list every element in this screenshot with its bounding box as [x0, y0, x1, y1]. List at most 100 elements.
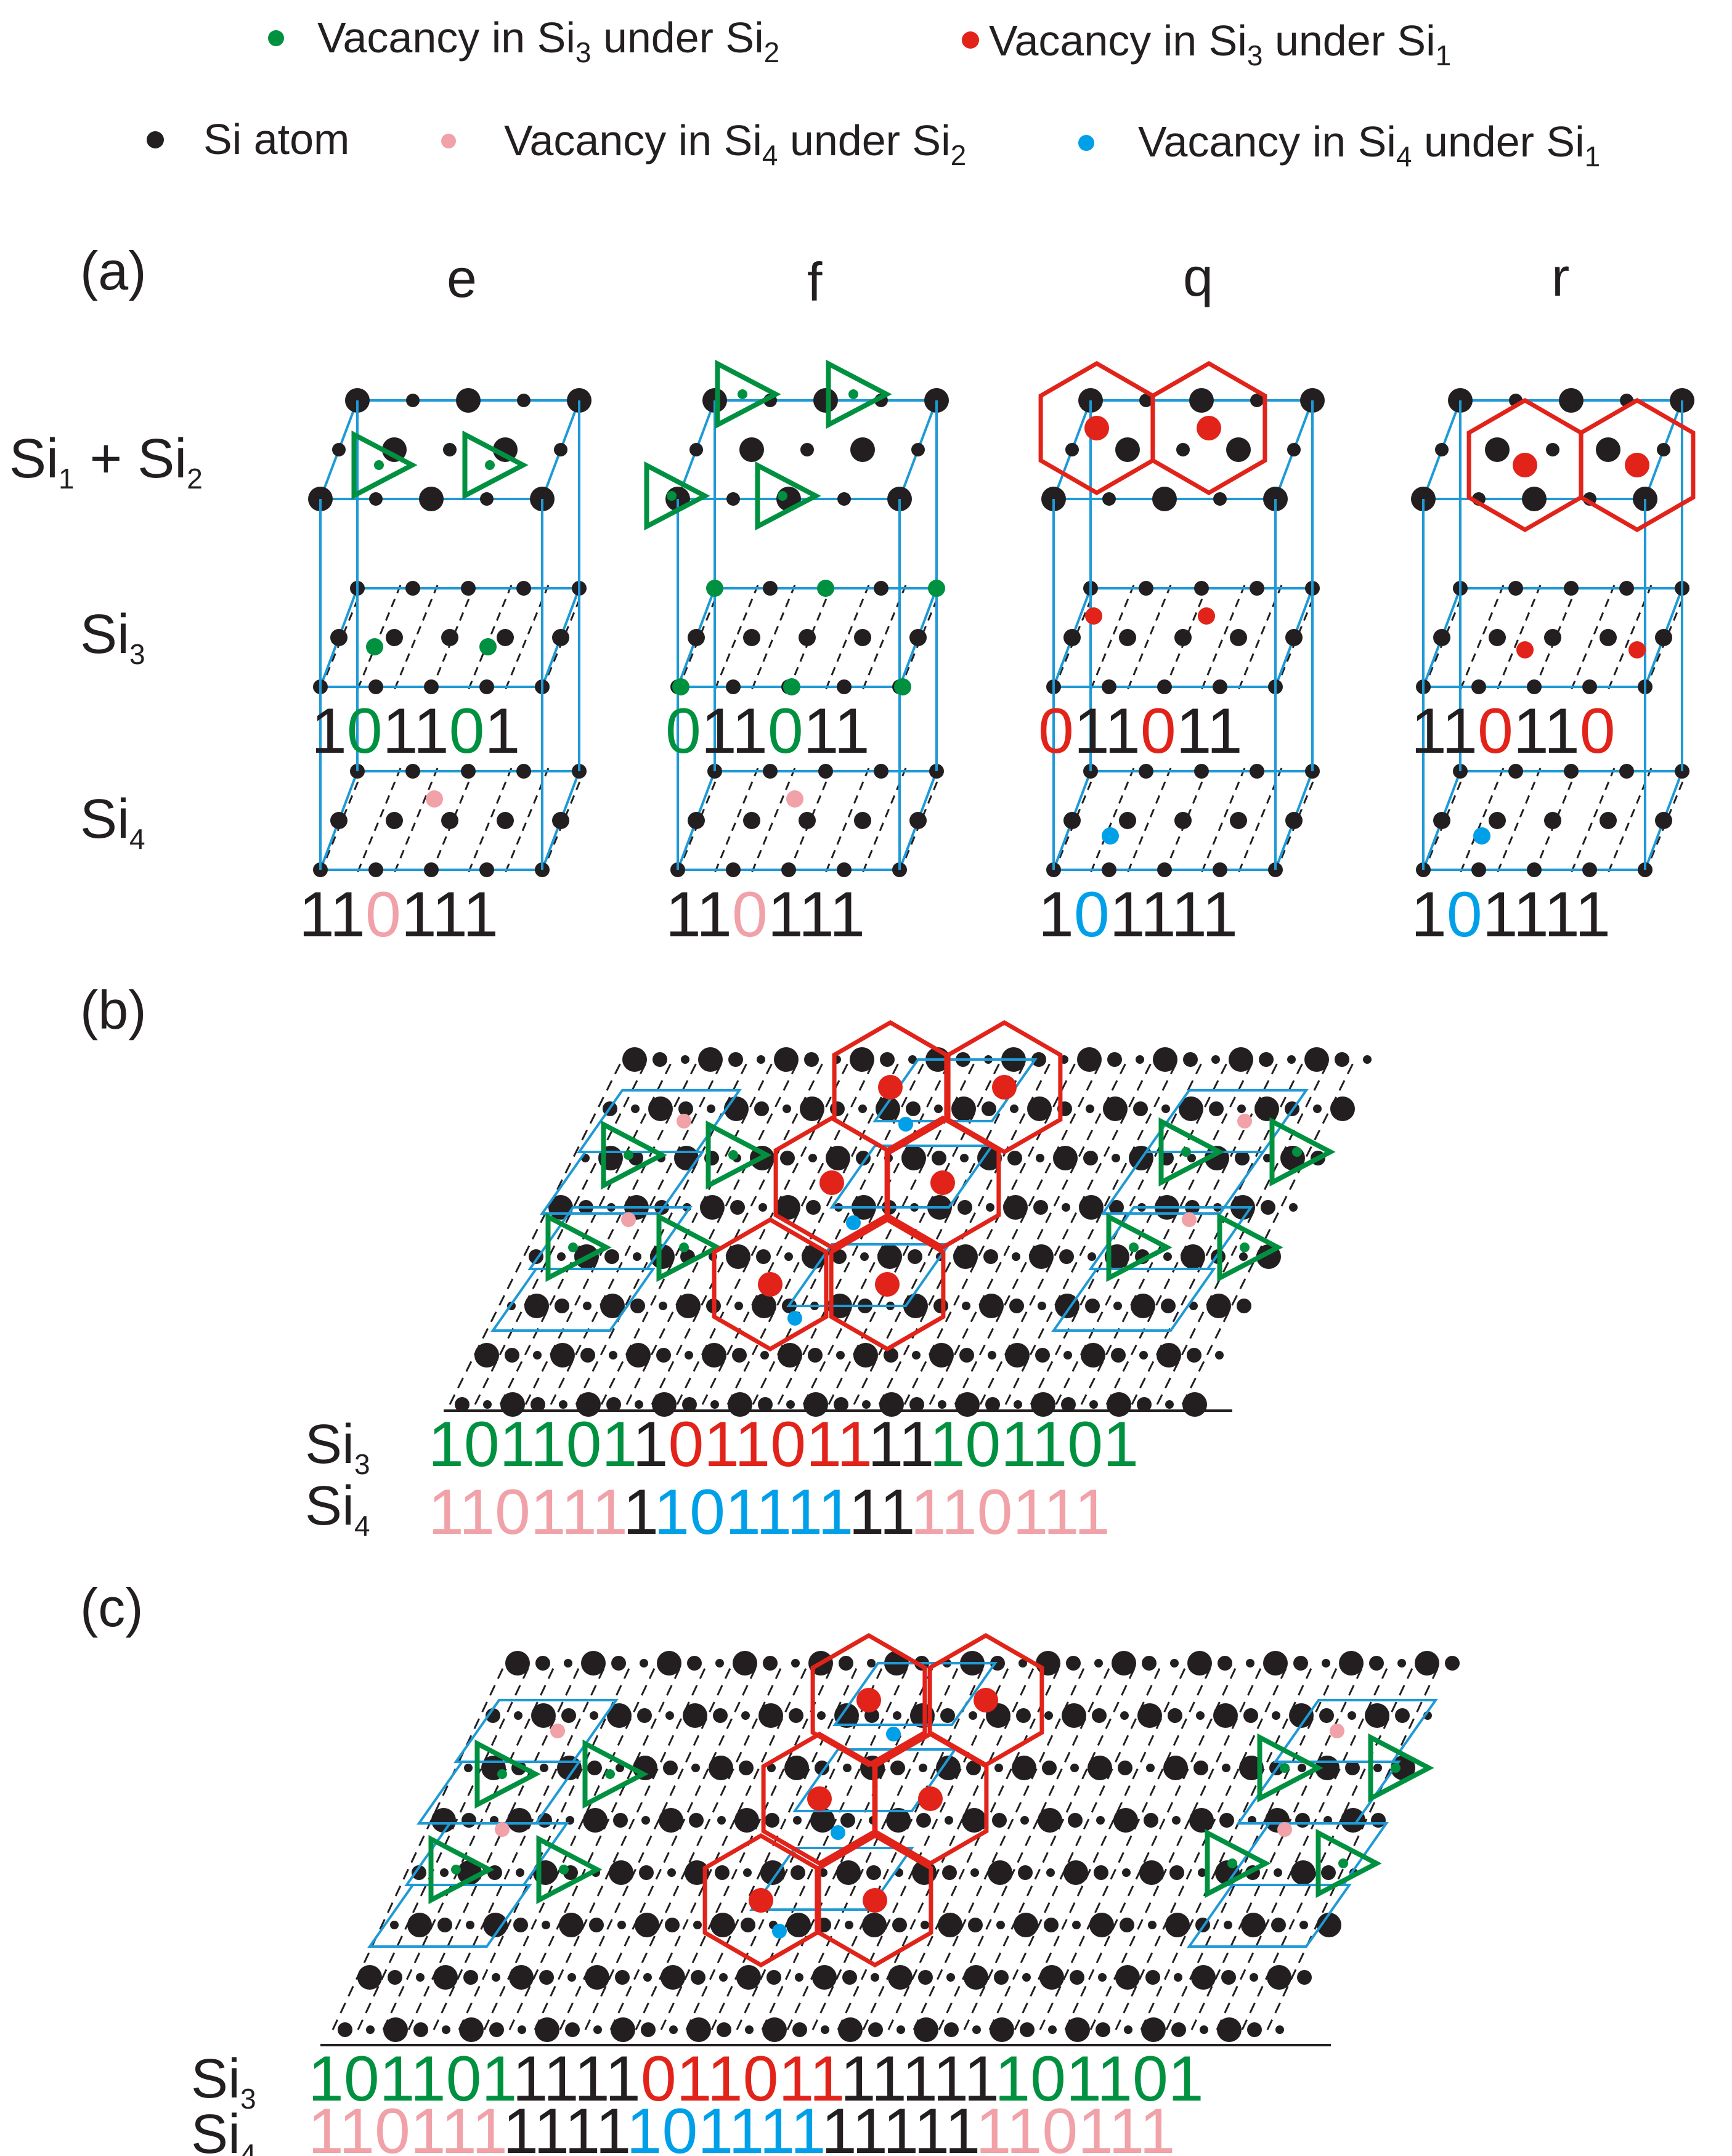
si-atom: [1139, 764, 1153, 779]
dashed-row: [609, 1663, 784, 2030]
si-atom: [945, 1816, 953, 1825]
vacancy-si4-under-si2: [786, 790, 803, 808]
si-atom: [726, 1244, 750, 1269]
si-atom: [1445, 1656, 1460, 1671]
si-atom: [741, 1918, 755, 1932]
si-atom: [1170, 1659, 1179, 1668]
si-atom: [1007, 1151, 1022, 1165]
vacancy-si3-under-si2: [1280, 1763, 1290, 1773]
hexagon-outline: [946, 1019, 1063, 1155]
si-atom: [1546, 443, 1559, 456]
column-label-r: r: [1551, 246, 1569, 307]
si-atom: [936, 1756, 961, 1780]
si-atom: [1582, 679, 1597, 694]
layer-2: [313, 764, 587, 877]
si-atom: [850, 1047, 874, 1072]
seq-label-c-si3: Si3: [191, 2048, 256, 2115]
si-atom: [552, 812, 569, 829]
si-atom: [1033, 1200, 1048, 1215]
si-atom: [774, 1047, 799, 1072]
vacancy-si3-under-si1: [1198, 607, 1215, 625]
si-atom: [1471, 679, 1486, 694]
layer-2: [1416, 764, 1689, 877]
si-atom: [1224, 1921, 1232, 1929]
dashed-row: [787, 585, 833, 691]
layer-1: [670, 581, 944, 694]
si-atom: [1250, 394, 1264, 407]
si-atom: [832, 1249, 847, 1264]
si-atom: [1020, 1816, 1029, 1825]
dashed-row: [1533, 768, 1579, 873]
si-atom: [689, 1813, 704, 1828]
si-atom: [676, 1294, 701, 1318]
si-atom: [659, 1808, 683, 1833]
legend: Vacancy in Si3 under Si2 Vacancy in Si3 …: [147, 14, 1600, 172]
si-atom: [1235, 1151, 1250, 1165]
dashed-row: [750, 768, 796, 873]
dashed-row: [1274, 768, 1320, 873]
si-atom: [1564, 764, 1579, 779]
hexagon-outline: [872, 1731, 989, 1866]
sequence-segment: 110111: [911, 1477, 1110, 1548]
si-atom: [940, 1708, 955, 1723]
panel-label-c: (c): [80, 1577, 144, 1638]
si-atom: [1172, 1816, 1181, 1825]
si-atom: [1103, 1096, 1128, 1121]
si-atom: [942, 1865, 957, 1880]
si-atom: [1373, 1764, 1382, 1772]
si-atom: [717, 1816, 726, 1825]
si-atom: [552, 629, 569, 646]
si-atom: [760, 1351, 769, 1360]
si-atom: [641, 2022, 656, 2037]
si-atom: [1063, 629, 1081, 646]
si-atom: [635, 1400, 643, 1409]
si-atom: [1285, 629, 1303, 646]
si-atom: [1119, 629, 1136, 646]
legend-marker-blue: [1078, 135, 1094, 151]
vacancy-si3-under-si2: [479, 638, 497, 655]
si-atom: [880, 1052, 895, 1067]
si-atom: [424, 679, 439, 694]
vacancy-si3-under-si2: [706, 580, 723, 597]
si-atom: [1113, 1302, 1122, 1310]
si-atom: [1133, 1101, 1148, 1116]
si-atom: [587, 1761, 602, 1775]
si-atom: [784, 1756, 809, 1780]
si-atom: [972, 2025, 981, 2034]
si-atom: [1111, 1348, 1126, 1363]
panel-label-a: (a): [80, 240, 147, 301]
si-atom: [929, 1343, 954, 1368]
layer-2: [670, 764, 944, 877]
si-atom: [1089, 1400, 1098, 1409]
vacancy-si4-under-si2: [621, 1212, 636, 1227]
si-atom: [1115, 1965, 1140, 1990]
sequence-segment: 1: [311, 695, 347, 767]
si-atom: [1489, 812, 1506, 829]
si-atom: [1219, 1813, 1234, 1828]
vacancy-si3-under-si2: [1391, 1763, 1401, 1773]
dashed-row: [929, 1059, 1104, 1405]
dashed-row: [550, 1059, 725, 1405]
sequence-segment: 1: [1513, 695, 1546, 767]
dashed-row: [433, 1663, 608, 2030]
legend-item-si4-under-si2: Vacancy in Si4 under Si2: [504, 116, 966, 171]
seq-b-si3: 101101101101111101101: [428, 1409, 1139, 1480]
sequence-segment: 1: [701, 695, 734, 767]
dashed-row: [534, 1663, 709, 2030]
si-atom: [758, 1397, 773, 1412]
si-atom: [565, 2022, 580, 2037]
si-atom: [1218, 1656, 1232, 1671]
sequence-segment: 1111: [513, 2043, 641, 2115]
si-atom: [862, 1400, 871, 1409]
si-atom: [914, 2017, 938, 2042]
sequence-segment: 0: [1074, 879, 1110, 950]
si-atom: [968, 1918, 983, 1932]
dashed-row: [393, 768, 439, 873]
si-atom: [416, 1973, 425, 1982]
si-atom: [441, 629, 458, 646]
si-atom: [1016, 1708, 1031, 1723]
si-atom: [736, 1965, 761, 1990]
si-atom: [1145, 1970, 1160, 1985]
si-atom: [1102, 679, 1116, 694]
si-atom: [866, 1865, 881, 1880]
